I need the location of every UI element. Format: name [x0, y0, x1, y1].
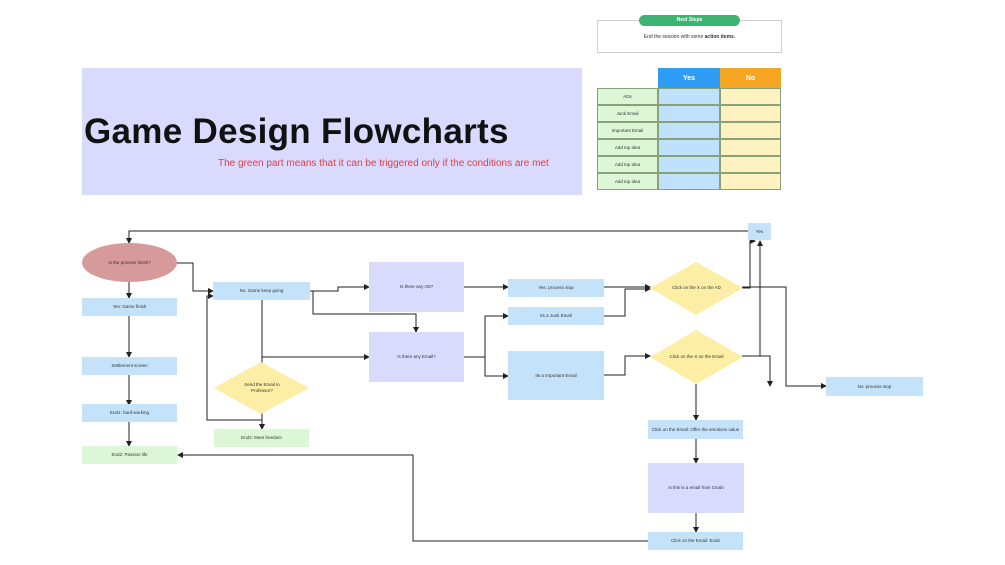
- node-from-crush: Is this is a email from Crush: [648, 463, 744, 513]
- table-row-label: Add top idea: [597, 139, 658, 156]
- table-no-cell: [720, 139, 781, 156]
- table-yes-cell: [658, 88, 720, 105]
- connector-click-email-to-yes: [742, 240, 763, 357]
- table-no-cell: [720, 156, 781, 173]
- next-steps-pill: Next Steps: [639, 15, 740, 26]
- table-row-label: Add top idea: [597, 173, 658, 190]
- page-title: Game Design Flowcharts: [84, 112, 509, 151]
- table-yes-cell: [658, 122, 720, 139]
- node-end3: End3: Meet freedom: [214, 429, 309, 447]
- table-yes-cell: [658, 156, 720, 173]
- table-no-cell: [720, 105, 781, 122]
- next-steps-text-bold: action items.: [704, 34, 736, 40]
- connector-important-to-click-email: [604, 353, 651, 376]
- node-send-prof-diamond: [214, 362, 309, 414]
- node-click-x-email: Click on the X on the Email: [669, 354, 724, 360]
- table-yes-cell: [658, 139, 720, 156]
- table-header-no: No: [720, 68, 781, 88]
- connector-click-ad-to-yes: [742, 238, 756, 289]
- node-click-end2: Click on the Email: End2: [648, 532, 743, 550]
- table-no-cell: [720, 122, 781, 139]
- table-yes-cell: [658, 173, 720, 190]
- next-steps-text-prefix: End the session with some: [643, 34, 705, 40]
- connector-to-any-ad: [310, 284, 370, 292]
- node-is-finish: Is the process finish?: [82, 243, 177, 282]
- connector-to-junk: [464, 313, 509, 358]
- page-subtitle: The green part means that it can be trig…: [218, 158, 549, 169]
- node-settlement: Settlement screen: [82, 357, 177, 375]
- node-end2: End2: Passion life: [82, 446, 177, 464]
- node-yes-right: Yes: [748, 223, 771, 240]
- next-steps-text: End the session with some action items.: [597, 34, 782, 40]
- connector-to-any-email: [261, 300, 370, 360]
- connector-junk-to-click-ad: [604, 286, 651, 317]
- connector-click-email-to-no: [742, 355, 773, 387]
- node-no-stop: No: process stop: [826, 377, 923, 396]
- node-no-going: No: Game keep going: [213, 282, 310, 300]
- node-send-prof: Send the Email to Professor?: [244, 382, 280, 393]
- node-click-x-ad-diamond: [650, 262, 743, 315]
- node-yes-stop: Yes: process stop: [508, 279, 604, 297]
- node-important: Its a Important Email: [508, 351, 604, 400]
- title-banner: [82, 68, 582, 195]
- node-click-x-ad: Click on the X on the AD: [672, 285, 721, 291]
- connector-end2-loop: [177, 452, 648, 542]
- table-row-label: Add top idea: [597, 156, 658, 173]
- node-yes-finish: Yes: Game finish: [82, 298, 177, 316]
- connector-end3-loop: [206, 293, 262, 421]
- connector-finish-no: [176, 262, 214, 294]
- node-any-ad: Is there any AD?: [369, 262, 464, 312]
- connector-no-to-email-top: [312, 291, 419, 333]
- table-row-label: ADs: [597, 88, 658, 105]
- table-row-label: Important Email: [597, 122, 658, 139]
- node-end1: End1: hard-working: [82, 404, 177, 422]
- node-any-email: Is there any Email?: [369, 332, 464, 382]
- table-row-label: Junk Email: [597, 105, 658, 122]
- table-header-yes: Yes: [658, 68, 720, 88]
- table-no-cell: [720, 88, 781, 105]
- connector-to-important: [484, 357, 509, 379]
- node-click-x-email-diamond: [650, 330, 743, 384]
- node-junk: Its a Junk Email: [508, 307, 604, 325]
- node-click-email-offer: Click on the Email: Offer the emotions v…: [648, 420, 743, 439]
- connector-click-ad-to-no: [742, 286, 827, 389]
- table-yes-cell: [658, 105, 720, 122]
- table-no-cell: [720, 173, 781, 190]
- connector-yes-to-start: [126, 230, 759, 244]
